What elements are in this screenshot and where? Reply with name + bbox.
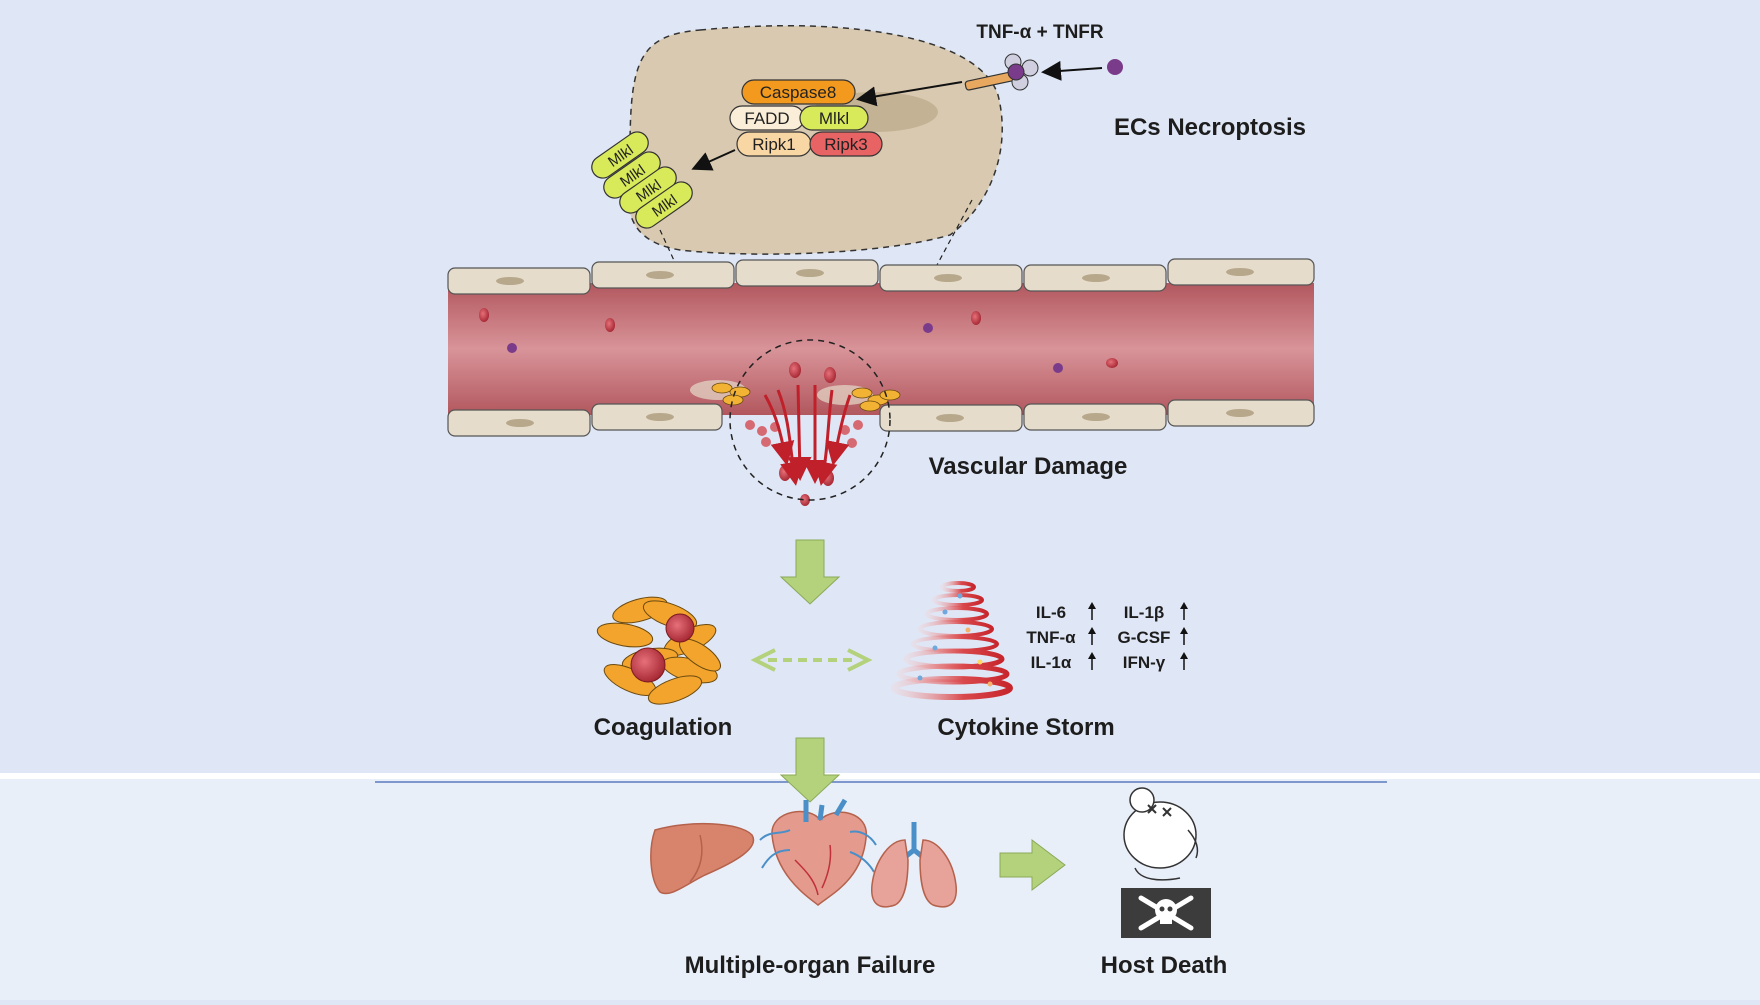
up-arrow-icon: [1180, 652, 1188, 670]
coagulation-label: Coagulation: [594, 714, 733, 741]
ligand-binding-arrow: [1041, 60, 1103, 81]
mlkl-pill: [799, 105, 869, 131]
ripk3-label: Ripk3: [824, 135, 867, 154]
skull-crossbones-icon: [1121, 888, 1211, 938]
vascular-damage-label: Vascular Damage: [929, 453, 1128, 480]
up-arrow-icon: [1088, 602, 1096, 620]
panel-separator: [0, 773, 1760, 779]
caspase8-pill: [741, 79, 856, 105]
damage-site: [690, 339, 901, 506]
cytokine-il6: IL-6: [1036, 603, 1066, 622]
organ-failure-label: Multiple-organ Failure: [685, 952, 936, 979]
signal-arrow: [856, 81, 963, 107]
cytokine-list: IL-6 IL-1β TNF-α G-CSF IL-1α IFN-γ: [1026, 602, 1188, 672]
ripk3-pill: [809, 131, 883, 157]
blood-vessel: [447, 258, 1315, 437]
cytokine-ifng: IFN-γ: [1123, 653, 1166, 672]
host-death-label: Host Death: [1101, 952, 1228, 979]
cytokine-storm-icon: [891, 581, 1013, 700]
flow-arrow-down-1: [779, 539, 841, 605]
up-arrow-icon: [1088, 627, 1096, 645]
zoom-circle: [729, 339, 891, 501]
bottom-endothelium: [447, 399, 1315, 437]
cytokine-il1b: IL-1β: [1124, 603, 1165, 622]
cytokine-particles: [917, 593, 993, 687]
tnf-receptor: [964, 53, 1039, 91]
cytokine-il1a: IL-1α: [1031, 653, 1072, 672]
leak-arrows: [763, 384, 852, 486]
cytokine-storm-label: Cytokine Storm: [937, 714, 1114, 741]
mlkl-label: Mlkl: [819, 109, 849, 128]
cytokine-gcsf: G-CSF: [1118, 628, 1171, 647]
heart-with-lungs-icon: [759, 798, 877, 906]
up-arrow-icon: [1180, 627, 1188, 645]
fadd-label: FADD: [744, 109, 789, 128]
oligomerization-arrow: [691, 149, 736, 171]
up-arrow-icon: [1088, 652, 1096, 670]
necroptosis-label: ECs Necroptosis: [1114, 114, 1306, 141]
dead-mouse-icon: [1123, 787, 1199, 881]
tnf-alpha-ligand: [1107, 59, 1123, 75]
receptor-label: TNF-α + TNFR: [976, 22, 1104, 43]
ripk1-label: Ripk1: [752, 135, 795, 154]
lungs-icon: [871, 822, 957, 908]
cytokine-tnfa: TNF-α: [1026, 628, 1076, 647]
liver-icon: [650, 822, 755, 895]
necrosome-complex: Caspase8 FADD Mlkl Ripk1 Ripk3: [729, 79, 883, 157]
caspase8-label: Caspase8: [760, 83, 837, 102]
circulating-cells: [479, 308, 1118, 373]
flow-arrow-down-2: [779, 737, 841, 803]
platelet-clusters: [711, 382, 901, 412]
coagulation-icon: [596, 596, 721, 705]
flow-arrow-right: [999, 838, 1066, 892]
up-arrow-icon: [1180, 602, 1188, 620]
coag-cytokine-link: [750, 648, 873, 672]
top-endothelium: [447, 258, 1315, 295]
